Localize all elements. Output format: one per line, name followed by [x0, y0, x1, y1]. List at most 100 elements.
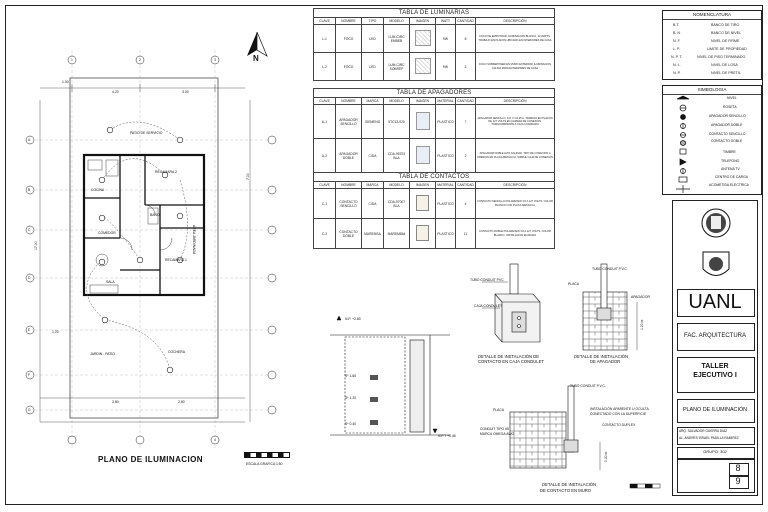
- nomenclatura-item: N. F.NIVEL DE FIRME: [673, 39, 740, 43]
- col-header: CANTIDAD: [455, 17, 476, 25]
- dim-top-1: 4.20: [112, 90, 119, 94]
- symbol-label: CONTACTO SENCILLO: [709, 132, 746, 136]
- col-header: TIPO: [361, 17, 384, 25]
- detail3-note2: CONECTADO CON LA SUPERFICIE: [590, 412, 647, 416]
- contactos-table: TABLA DE CONTACTOS CLAVE NOMBRE MARCA MO…: [313, 172, 555, 249]
- faculty-name: FAC. ARQUITECTURA: [683, 333, 746, 339]
- axis-letter: F: [28, 373, 31, 377]
- detail1-conduit-label: TUBO CONDUIT PVC: [470, 278, 504, 282]
- detail2-height: 1.20 m: [640, 319, 644, 330]
- scale-bar: [244, 452, 290, 458]
- nomenclatura-item: L. P.LIMITE DE PROPIEDAD: [673, 47, 747, 51]
- col-header: NOMBRE: [335, 181, 362, 189]
- product-image: [409, 188, 436, 219]
- col-header: DESCRIPCIÓN: [475, 17, 555, 25]
- col-header: CLAVE: [313, 97, 336, 105]
- elevation-s3: S* 0.40: [345, 422, 357, 426]
- dim-mid: 1.20: [52, 330, 59, 334]
- dim-bottom-1: 3.80: [112, 400, 119, 404]
- detail-condulet: [482, 263, 541, 343]
- university-seal-icon: [701, 208, 731, 238]
- table-row: A-2 APAGADOR DOBLE CIDA CDA-95703 BLA PL…: [313, 138, 556, 173]
- axis-number: 4: [214, 438, 216, 442]
- dim-top-2: 3.00: [182, 90, 189, 94]
- student-name: AL. ANDRES ISRAEL PADILLA RAMIREZ: [679, 436, 739, 440]
- simbologia-title: SIMBOLOGIA: [697, 87, 727, 92]
- detail2-conduit-label: TUBO CONDUIT P.V.C.: [592, 267, 628, 271]
- dim-top-3: 1.00: [62, 80, 69, 84]
- symbol-label: APAGADOR DOBLE: [711, 123, 743, 127]
- axis-letter: D: [28, 276, 31, 280]
- school-box: [677, 289, 755, 317]
- symbol-label: NIVEL: [727, 96, 737, 100]
- table-row: L-2 FOCO LED LUM-CIRC SOBREP 9W 2 FOCO S…: [313, 52, 555, 81]
- col-header: MODELO: [383, 97, 410, 105]
- sheet-number: 8: [735, 463, 741, 473]
- teacher-name: ARQ. SALVADOR GUERRA DIAZ: [679, 429, 728, 433]
- table-row: C-2 CONTACTO DOBLE MAREMSA MAREM864 PLAS…: [313, 218, 555, 249]
- nomenclatura-item: N. P. T.NIVEL DE PISO TERMINADO: [671, 55, 746, 59]
- room-sala: SALA: [106, 280, 115, 284]
- symbol-icons: [676, 95, 690, 193]
- symbol-label: ANTENA TV: [721, 167, 740, 171]
- plan-name: PLANO DE ILUMINACIÓN: [682, 407, 748, 413]
- apagadores-table: TABLA DE APAGADORES CLAVE NOMBRE MARCA M…: [312, 88, 556, 173]
- detail2-title-a: DETALLE DE INSTALACIÓN: [574, 354, 629, 359]
- detail1-title-b: CONTACTO EN CAJA CONDULET: [478, 359, 544, 364]
- col-header: MATERIAL: [435, 97, 456, 105]
- sheet-frame: [5, 5, 763, 505]
- symbol-label: APAGADOR SENCILLO: [709, 114, 746, 118]
- faculty-shield-icon: [702, 251, 730, 276]
- col-header: IMAGEN: [409, 17, 436, 25]
- product-image: [409, 24, 436, 53]
- col-header: IMAGEN: [409, 97, 436, 105]
- table-row: C-1 CONTACTO SENCILLO CIDA CDA-97007 BLA…: [313, 188, 555, 219]
- col-header: MODELO: [383, 181, 410, 189]
- col-header: MARCA: [361, 181, 384, 189]
- col-header: CANTIDAD: [455, 181, 476, 189]
- detail2-title-b: DE APAGADOR: [590, 359, 621, 364]
- plan-title: PLANO DE ILUMINACION: [98, 455, 203, 464]
- detail-apagador: [582, 263, 638, 351]
- axis-letter: B: [28, 188, 31, 192]
- table-row: L-1 FOCO LED LUM-CIRC EMBEB 9W 8 FOCO DE…: [313, 24, 555, 53]
- detail3-height: 0.30 m: [604, 451, 608, 462]
- title-block: UANL FAC. ARQUITECTURA TALLER EJECUTIVO …: [672, 200, 758, 496]
- nomenclatura-title: NOMENCLATURA: [692, 12, 732, 17]
- product-image: [409, 138, 436, 173]
- axis-letter: G: [28, 408, 31, 412]
- dim-left: 17.00: [34, 241, 38, 251]
- detail3-title-a: DETALLE DE INSTALACIÓN: [542, 482, 597, 487]
- bottom-scale-icon: [629, 483, 661, 489]
- detail3-note1: INSTALACIÓN APARENTE U OCULTA: [590, 407, 649, 411]
- nomenclatura-item: B. N.BANCO DE NIVEL: [673, 31, 742, 35]
- room-cocina: COCINA: [91, 188, 105, 192]
- col-header: MARCA: [361, 97, 384, 105]
- luminarias-title: TABLA DE LUMINARIAS: [313, 8, 555, 18]
- sheet-total: 9: [735, 476, 741, 486]
- north-arrow-icon: [247, 31, 268, 57]
- col-header: CLAVE: [313, 17, 336, 25]
- detail2-apagador-label: APAGADOR: [631, 295, 650, 299]
- axis-letter: E: [28, 328, 31, 332]
- col-header: WATT: [435, 17, 456, 25]
- detail3-conduit-top: TUBO CONDUIT P.V.C.: [570, 384, 606, 388]
- col-header: MODELO: [383, 17, 410, 25]
- symbol-label: ACOMETIDA ELECTRICA: [709, 183, 749, 187]
- room-area-jardinada: AREA JARDINADA: [192, 225, 196, 255]
- symbol-label: TIMBRE: [723, 150, 736, 154]
- product-image: [409, 104, 436, 139]
- course-level: EJECUTIVO I: [693, 372, 737, 379]
- room-recamara1: RECAMARA 1: [165, 258, 187, 262]
- col-header: NOMBRE: [335, 17, 362, 25]
- elevation-section: [330, 315, 450, 436]
- product-image: [409, 52, 436, 81]
- col-header: CANTIDAD: [455, 97, 476, 105]
- detail3-placa: PLACA: [493, 408, 505, 412]
- symbol-label: CONTACTO DOBLE: [711, 139, 743, 143]
- axis-letter: C: [28, 228, 31, 232]
- simbologia-box: SIMBOLOGIA NIVEL ROSETA APAGADOR SENCILL…: [662, 85, 762, 195]
- col-header: MATERIAL: [435, 181, 456, 189]
- contactos-title: TABLA DE CONTACTOS: [313, 172, 555, 182]
- nomenclatura-item: N. L.NIVEL DE LOSA: [673, 63, 738, 67]
